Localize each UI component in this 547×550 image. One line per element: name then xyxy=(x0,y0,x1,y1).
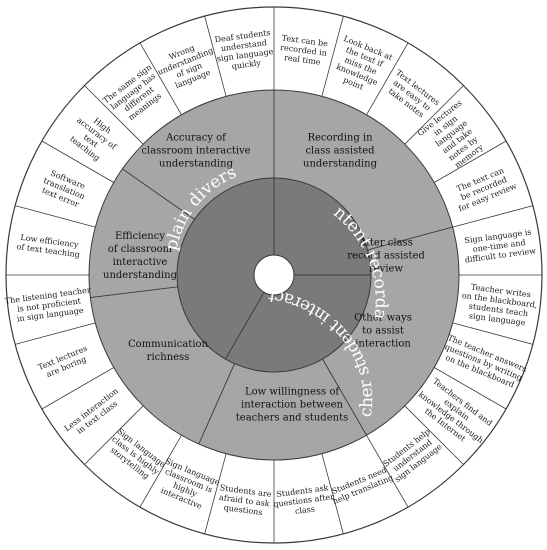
middle-divider xyxy=(90,286,178,298)
outer-dividers xyxy=(6,7,542,543)
middle-label: Other ways to assist interaction xyxy=(354,313,412,350)
middle-label-line: to assist xyxy=(362,326,404,337)
outer-divider xyxy=(366,42,409,115)
middle-label: Communication richness xyxy=(128,339,209,363)
middle-divider xyxy=(322,358,367,436)
middle-label-line: interactive xyxy=(113,257,168,268)
outer-divider xyxy=(434,140,507,183)
middle-label-line: of classroom xyxy=(108,244,173,255)
outer-label: The same signlanguage hasdifferentmeanin… xyxy=(101,63,170,129)
middle-label-line: understanding xyxy=(303,159,378,170)
middle-label-line: understanding xyxy=(103,270,178,281)
inner-dividers xyxy=(225,178,371,360)
middle-label: Recording in class assisted understanding xyxy=(303,133,378,170)
outer-label-line: class xyxy=(294,504,315,516)
middle-divider xyxy=(367,226,453,251)
outer-divider xyxy=(452,322,533,345)
middle-label-line: review xyxy=(369,264,403,275)
middle-label-line: Other ways xyxy=(354,313,412,324)
outer-divider xyxy=(204,16,227,97)
outer-divider xyxy=(139,435,182,508)
middle-dividers xyxy=(90,90,453,445)
middle-divider xyxy=(198,363,235,445)
outer-label-line: quickly xyxy=(231,58,262,71)
outer-divider xyxy=(139,42,182,115)
middle-label-line: interaction xyxy=(355,339,411,350)
middle-label-line: record assisted xyxy=(347,251,425,262)
middle-label-line: Efficiency xyxy=(115,231,165,242)
inner-divider xyxy=(225,292,265,360)
outer-divider xyxy=(84,85,144,145)
middle-label: Efficiency of classroom interactive underst… xyxy=(103,231,178,281)
outer-divider xyxy=(366,435,409,508)
middle-label-line: Accuracy of xyxy=(165,133,227,144)
middle-divider xyxy=(122,168,195,220)
middle-label-line: class assisted xyxy=(305,146,375,157)
middle-label-line: Low willingness of xyxy=(245,387,340,398)
middle-label-line: interaction between xyxy=(241,400,344,411)
outer-divider xyxy=(404,405,464,465)
middle-label-line: Recording in xyxy=(307,133,373,144)
outer-divider xyxy=(452,205,533,228)
outer-divider xyxy=(321,16,344,97)
middle-label-line: After class xyxy=(358,238,413,249)
middle-label-line: understanding xyxy=(159,159,234,170)
outer-divider xyxy=(404,85,464,145)
middle-label: Low willingness of interaction between tea… xyxy=(236,387,348,424)
middle-label-line: teachers and students xyxy=(236,413,348,424)
middle-label: Accuracy of classroom interactive understa… xyxy=(141,133,250,170)
middle-label-line: richness xyxy=(147,352,190,363)
outer-divider xyxy=(321,453,344,534)
middle-labels: Accuracy of classroom interactive understa… xyxy=(103,133,425,424)
middle-label-line: Communication xyxy=(128,339,209,350)
outer-divider xyxy=(15,205,96,228)
outer-divider xyxy=(204,453,227,534)
outer-divider xyxy=(84,405,144,465)
outer-divider xyxy=(15,322,96,345)
center-hole xyxy=(253,254,295,296)
outer-divider xyxy=(41,140,114,183)
outer-divider xyxy=(434,367,507,410)
middle-label-line: classroom interactive xyxy=(141,146,250,157)
outer-divider xyxy=(41,367,114,410)
middle-label: After class record assisted review xyxy=(347,238,425,275)
